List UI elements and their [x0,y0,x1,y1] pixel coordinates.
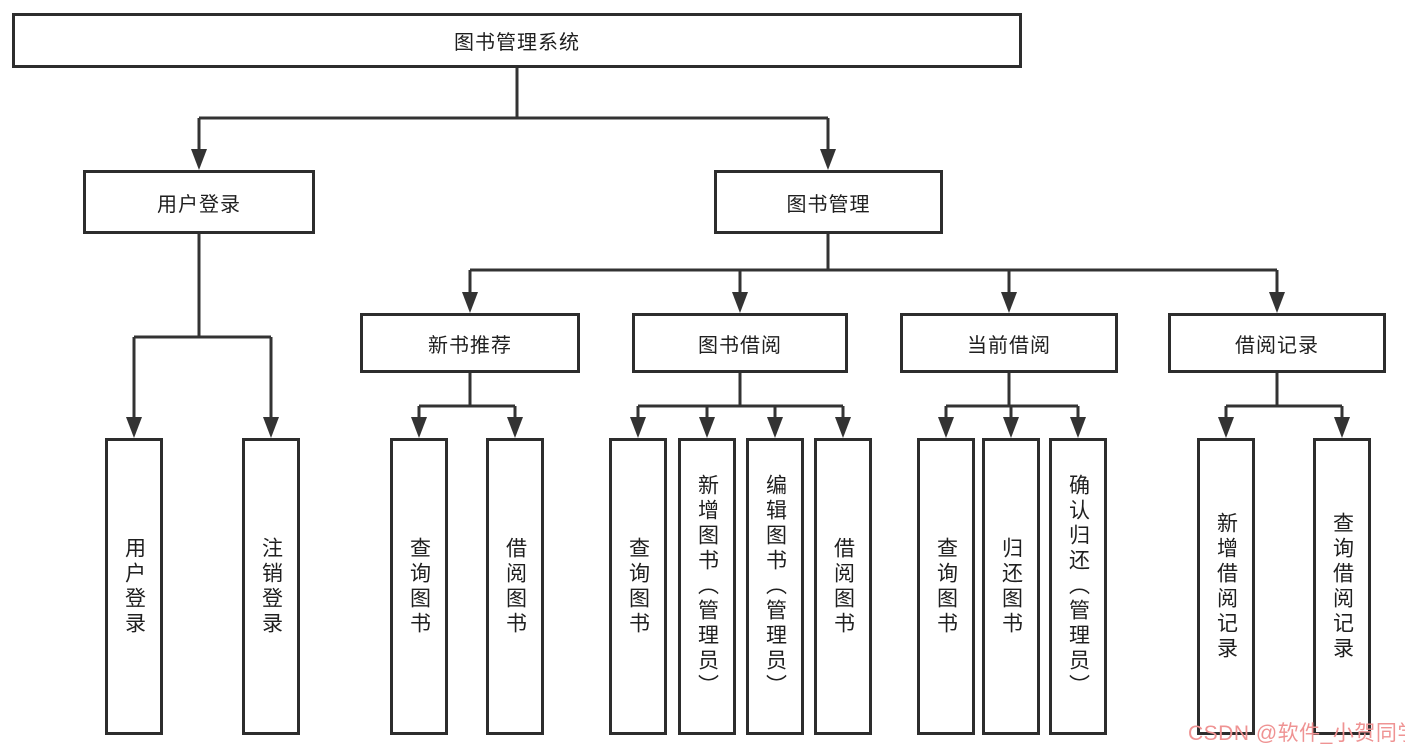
leaf-label: 新增借阅记录 [1214,511,1238,662]
csdn-watermark: CSDN @软件_小贺同学 [1188,722,1405,745]
arrowhead-icon [1269,292,1285,313]
leaf-logout: 注销登录 [242,438,300,735]
arrowhead-icon [507,417,523,438]
leaf-query-books-current: 查询图书 [917,438,975,735]
leaf-add-borrow-record: 新增借阅记录 [1197,438,1255,735]
arrowhead-icon [938,417,954,438]
leaf-query-borrow-record: 查询借阅记录 [1313,438,1371,735]
arrowhead-icon [191,149,207,170]
leaf-label: 归还图书 [999,536,1023,637]
arrowhead-icon [732,292,748,313]
leaf-label: 借阅图书 [503,536,527,637]
leaf-label: 查询借阅记录 [1330,511,1354,662]
node-book-borrow: 图书借阅 [632,313,848,373]
leaf-add-books-admin: 新增图书（管理员） [678,438,736,735]
leaf-label: 注销登录 [259,536,283,637]
arrowhead-icon [1218,417,1234,438]
arrowhead-icon [1003,417,1019,438]
arrowhead-icon [630,417,646,438]
arrowhead-icon [699,417,715,438]
arrowhead-icon [767,417,783,438]
leaf-edit-books-admin: 编辑图书（管理员） [746,438,804,735]
leaf-label: 借阅图书 [831,536,855,637]
arrowhead-icon [263,417,279,438]
edge-book-management-children [468,234,1279,299]
leaf-label: 查询图书 [407,536,431,637]
node-book-management-system: 图书管理系统 [12,13,1022,68]
arrowhead-icon [1070,417,1086,438]
edge-borrow-records-children [1224,373,1344,424]
leaf-label: 新增图书（管理员） [695,474,719,699]
leaf-borrow-books-borrow: 借阅图书 [814,438,872,735]
arrowhead-icon [1334,417,1350,438]
arrowhead-icon [820,149,836,170]
arrowhead-icon [462,292,478,313]
edge-root-to-level2 [197,68,830,156]
leaf-return-books: 归还图书 [982,438,1040,735]
edge-new-book-recommend-children [417,373,517,424]
arrowhead-icon [835,417,851,438]
leaf-borrow-books-recommend: 借阅图书 [486,438,544,735]
edge-user-login-children [132,234,273,424]
arrowhead-icon [126,417,142,438]
leaf-label: 用户登录 [122,536,146,637]
leaf-label: 确认归还（管理员） [1066,474,1090,699]
node-borrow-records: 借阅记录 [1168,313,1386,373]
node-user-login: 用户登录 [83,170,315,234]
leaf-label: 查询图书 [934,536,958,637]
edge-book-borrow-children [636,373,845,424]
node-current-borrow: 当前借阅 [900,313,1118,373]
arrowhead-icon [1001,292,1017,313]
leaf-query-books-recommend: 查询图书 [390,438,448,735]
arrowhead-icon [411,417,427,438]
leaf-label: 查询图书 [626,536,650,637]
edge-current-borrow-children [944,373,1080,424]
leaf-query-books-borrow: 查询图书 [609,438,667,735]
leaf-user-login: 用户登录 [105,438,163,735]
node-book-management: 图书管理 [714,170,943,234]
leaf-confirm-return-admin: 确认归还（管理员） [1049,438,1107,735]
node-new-book-recommend: 新书推荐 [360,313,580,373]
leaf-label: 编辑图书（管理员） [763,474,787,699]
